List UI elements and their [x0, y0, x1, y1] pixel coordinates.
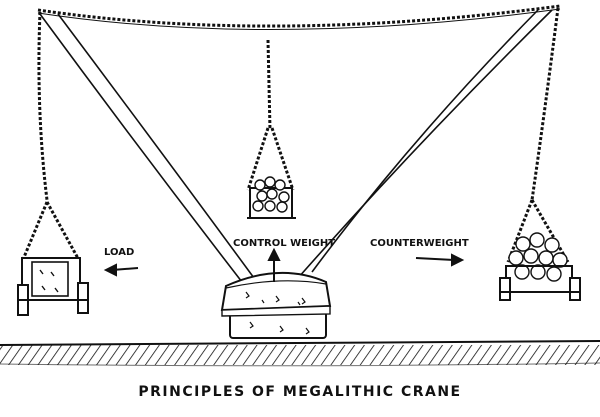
top-rope [38, 6, 560, 30]
arrow-right-icon [416, 255, 462, 265]
counterweight-label: COUNTERWEIGHT [370, 238, 469, 249]
control-weight-label: CONTROL WEIGHT [233, 238, 335, 249]
ground [0, 341, 600, 366]
left-rope [39, 12, 47, 200]
control-weight-basket [247, 128, 296, 218]
load-basket [18, 202, 88, 315]
megalith-stone [222, 273, 330, 338]
counterweight-basket [500, 200, 580, 300]
arrow-left-icon [106, 265, 138, 275]
right-rope [532, 8, 558, 200]
center-rope [268, 40, 270, 130]
diagram-title: PRINCIPLES OF MEGALITHIC CRANE [138, 384, 461, 400]
left-strap [40, 14, 254, 282]
load-label: LOAD [104, 247, 134, 258]
